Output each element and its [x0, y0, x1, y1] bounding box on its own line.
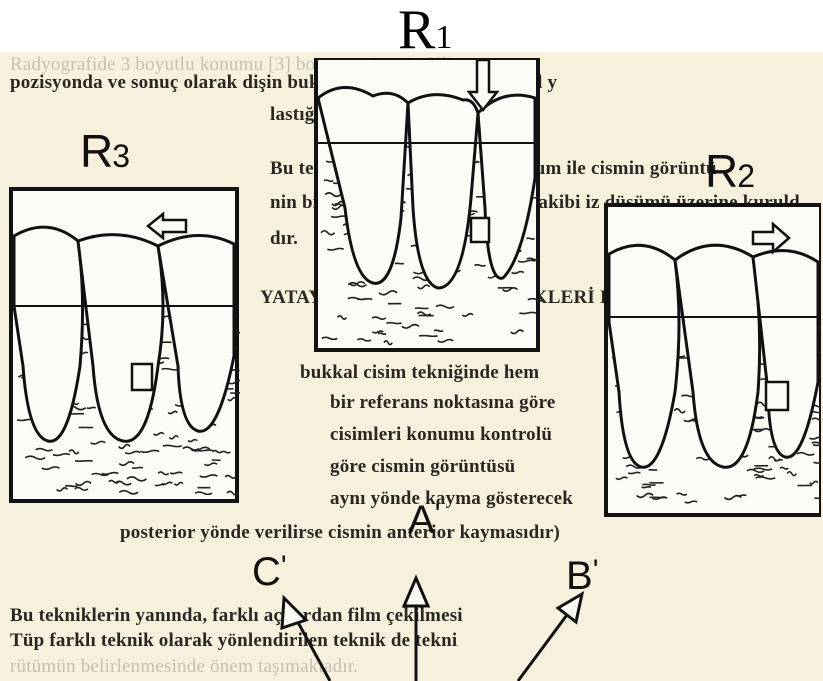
- panel-label-subscript: 3: [112, 138, 129, 174]
- arrow-label-c: C': [252, 552, 287, 592]
- arrow-label-prime: ': [281, 550, 287, 583]
- bone-trabecula: [642, 484, 655, 485]
- bone-trabecula: [230, 393, 240, 394]
- bone-trabecula: [132, 467, 143, 468]
- bone-trabecula: [65, 486, 77, 487]
- bone-trabecula: [386, 323, 401, 324]
- foreign-object-marker: [471, 218, 489, 242]
- panel-label-letter: R: [705, 145, 737, 197]
- bone-trabecula: [641, 487, 650, 488]
- arrow-label-prime: ': [593, 554, 599, 587]
- page-title: R1: [398, 2, 452, 58]
- bone-trabecula: [526, 238, 534, 239]
- bone-trabecula: [736, 495, 746, 496]
- arrow-label-prime: ': [435, 498, 441, 531]
- bone-trabecula: [419, 336, 438, 337]
- bone-trabecula: [87, 407, 96, 408]
- bone-trabecula: [357, 299, 372, 300]
- panel-label-r2: R2: [705, 148, 754, 194]
- radiograph-panel-r3: [8, 186, 240, 506]
- radiograph-panel-r1: [313, 58, 543, 358]
- panel-label-r3: R3: [80, 128, 129, 174]
- arrow-label-a: A': [408, 500, 440, 540]
- title-letter: R: [398, 0, 435, 61]
- arrow-label-letter: B: [566, 554, 593, 598]
- arrow-label-b: B': [566, 556, 598, 596]
- foreign-object-marker: [132, 364, 152, 390]
- bone-trabecula: [155, 485, 164, 486]
- title-subscript: 1: [435, 19, 452, 56]
- arrow-label-letter: C: [252, 550, 281, 594]
- foreign-object-marker: [766, 382, 788, 410]
- arrow-label-letter: A: [408, 498, 435, 542]
- panel-label-letter: R: [80, 125, 112, 177]
- bone-trabecula: [814, 498, 821, 499]
- radiograph-panel-r2: [603, 202, 821, 520]
- projection-arrows: [0, 540, 823, 681]
- arrow-c-icon: [282, 598, 330, 681]
- panel-label-subscript: 2: [737, 158, 754, 194]
- arrow-b-icon: [518, 594, 582, 681]
- arrow-a-icon: [404, 578, 428, 681]
